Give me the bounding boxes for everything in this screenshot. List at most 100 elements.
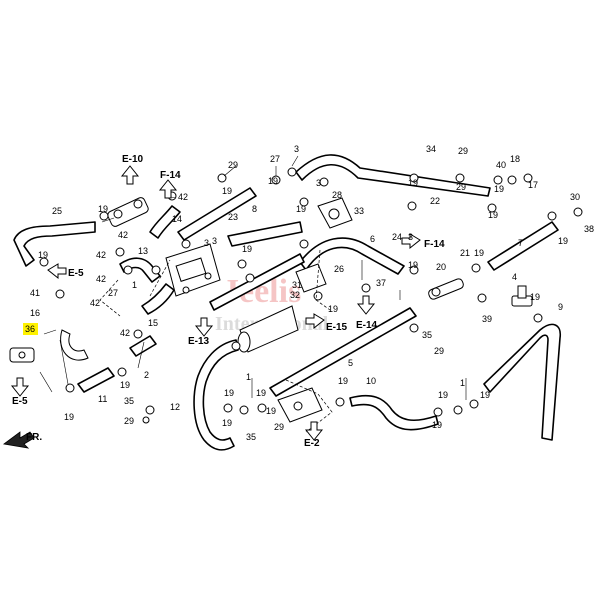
ref-e10: E-10 xyxy=(122,154,144,165)
hose-15 xyxy=(141,283,175,315)
callout-22: 22 xyxy=(430,196,440,206)
ref-e2: E-2 xyxy=(304,438,320,449)
hose-left-tube xyxy=(209,253,305,311)
callout-11: 11 xyxy=(98,394,107,404)
callout-42: 42 xyxy=(120,328,130,338)
callout-17: 17 xyxy=(528,180,538,190)
callout-26: 26 xyxy=(334,264,344,274)
tee-fitting-4 xyxy=(511,285,533,307)
callout-19: 19 xyxy=(328,304,338,314)
hose-23 xyxy=(177,187,257,241)
bracket-bottom xyxy=(277,387,323,423)
callout-15: 15 xyxy=(148,318,158,328)
callout-19: 19 xyxy=(530,292,540,302)
ref-e13: E-13 xyxy=(188,336,210,347)
callout-3: 3 xyxy=(408,232,413,242)
callout-1: 1 xyxy=(132,280,137,290)
callout-29: 29 xyxy=(434,346,444,356)
callout-42: 42 xyxy=(178,192,188,202)
callout-21: 21 xyxy=(460,248,470,258)
callout-19: 19 xyxy=(38,250,48,260)
callout-42: 42 xyxy=(90,298,100,308)
hose-7 xyxy=(487,221,559,271)
callout-19: 19 xyxy=(474,248,484,258)
callout-40: 40 xyxy=(496,160,506,170)
callout-19: 19 xyxy=(120,380,130,390)
callout-42: 42 xyxy=(118,230,128,240)
hose-25 xyxy=(13,221,96,267)
callout-19: 19 xyxy=(64,412,74,422)
ref-f14-top: F-14 xyxy=(160,170,181,181)
callout-9: 9 xyxy=(558,302,563,312)
callout-3: 3 xyxy=(316,178,321,188)
group-dashed-lines xyxy=(99,249,333,433)
callout-4: 4 xyxy=(512,272,517,282)
callout-19: 19 xyxy=(480,390,490,400)
callout-30: 30 xyxy=(570,192,580,202)
callout-19: 19 xyxy=(408,178,418,188)
callout-3: 3 xyxy=(294,144,299,154)
callout-39: 39 xyxy=(482,314,492,324)
callout-27: 27 xyxy=(108,288,118,298)
hose-9 xyxy=(483,323,562,441)
callout-35: 35 xyxy=(124,396,134,406)
valve-20 xyxy=(428,278,464,300)
hose-10 xyxy=(349,394,439,431)
callout-5: 5 xyxy=(348,358,353,368)
front-label: FR. xyxy=(26,432,42,443)
ref-e5-left: E-5 xyxy=(68,268,84,279)
callout-12: 12 xyxy=(170,402,180,412)
front-arrow: FR. xyxy=(3,431,42,449)
callout-19: 19 xyxy=(242,244,252,254)
ref-arrows xyxy=(10,165,421,441)
callout-2: 2 xyxy=(144,370,149,380)
callout-36: 36 xyxy=(25,324,35,334)
callout-19: 19 xyxy=(224,388,234,398)
callout-19: 19 xyxy=(338,376,348,386)
callout-33: 33 xyxy=(354,206,364,216)
callout-numbers: 25 19 42 13 42 19 42 27 42 1 41 16 36 15… xyxy=(23,144,594,442)
joint-28 xyxy=(317,197,353,229)
callout-24: 24 xyxy=(392,232,402,242)
callout-3: 3 xyxy=(204,238,209,248)
callout-19: 19 xyxy=(438,390,448,400)
callout-19: 19 xyxy=(222,186,232,196)
callout-10: 10 xyxy=(366,376,376,386)
callout-1: 1 xyxy=(246,372,251,382)
callout-19: 19 xyxy=(558,236,568,246)
ref-e14: E-14 xyxy=(356,320,378,331)
callout-19: 19 xyxy=(488,210,498,220)
callout-19: 19 xyxy=(494,184,504,194)
callout-8: 8 xyxy=(252,204,257,214)
callout-29: 29 xyxy=(274,422,284,432)
clamps xyxy=(39,167,583,424)
valve-assembly-e10 xyxy=(107,197,149,227)
callout-27: 27 xyxy=(270,154,280,164)
callout-19: 19 xyxy=(432,420,442,430)
hose-12 xyxy=(193,339,239,451)
callout-19: 19 xyxy=(296,204,306,214)
callout-19: 19 xyxy=(268,176,278,186)
hose-22 xyxy=(295,154,491,197)
callout-19: 19 xyxy=(266,406,276,416)
callout-19: 19 xyxy=(222,418,232,428)
callout-41: 41 xyxy=(30,288,40,298)
callout-16: 16 xyxy=(30,308,40,318)
callout-35: 35 xyxy=(422,330,432,340)
callout-29: 29 xyxy=(124,416,134,426)
hose-14 xyxy=(149,205,181,239)
callout-35: 35 xyxy=(246,432,256,442)
callout-42: 42 xyxy=(96,250,106,260)
callout-36-highlight xyxy=(23,323,38,335)
callout-31: 31 xyxy=(292,280,302,290)
hose-6 xyxy=(299,237,405,275)
bracket-left xyxy=(9,347,35,363)
hose-11 xyxy=(77,367,115,393)
callout-13: 13 xyxy=(138,246,148,256)
callout-23: 23 xyxy=(228,212,238,222)
callout-32: 32 xyxy=(290,290,300,300)
callout-7: 7 xyxy=(518,238,523,248)
callout-38: 38 xyxy=(584,224,594,234)
callout-34: 34 xyxy=(426,144,436,154)
